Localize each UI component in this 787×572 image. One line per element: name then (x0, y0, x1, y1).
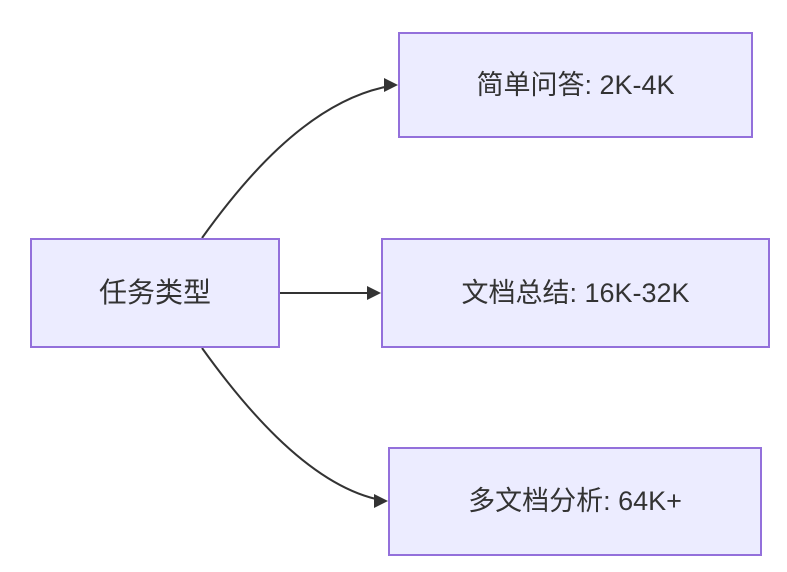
edge-task-type-to-doc-summary (280, 286, 381, 300)
edge-task-type-to-multi-doc (201, 347, 388, 508)
arrowhead-multi-doc-icon (374, 494, 388, 508)
edge-line-multi-doc (201, 347, 377, 500)
node-multi-doc: 多文档分析: 64K+ (388, 447, 762, 556)
arrowhead-simple-qa-icon (384, 78, 398, 92)
edge-task-type-to-simple-qa (201, 78, 398, 239)
node-simple-qa-label: 简单问答: 2K-4K (476, 69, 675, 100)
node-task-type: 任务类型 (30, 238, 280, 348)
node-task-type-label: 任务类型 (98, 277, 211, 309)
node-simple-qa: 简单问答: 2K-4K (398, 32, 753, 138)
node-multi-doc-label: 多文档分析: 64K+ (468, 486, 682, 517)
node-doc-summary-label: 文档总结: 16K-32K (461, 277, 690, 308)
edge-line-simple-qa (201, 86, 386, 239)
arrowhead-doc-summary-icon (367, 286, 381, 300)
node-doc-summary: 文档总结: 16K-32K (381, 238, 770, 348)
